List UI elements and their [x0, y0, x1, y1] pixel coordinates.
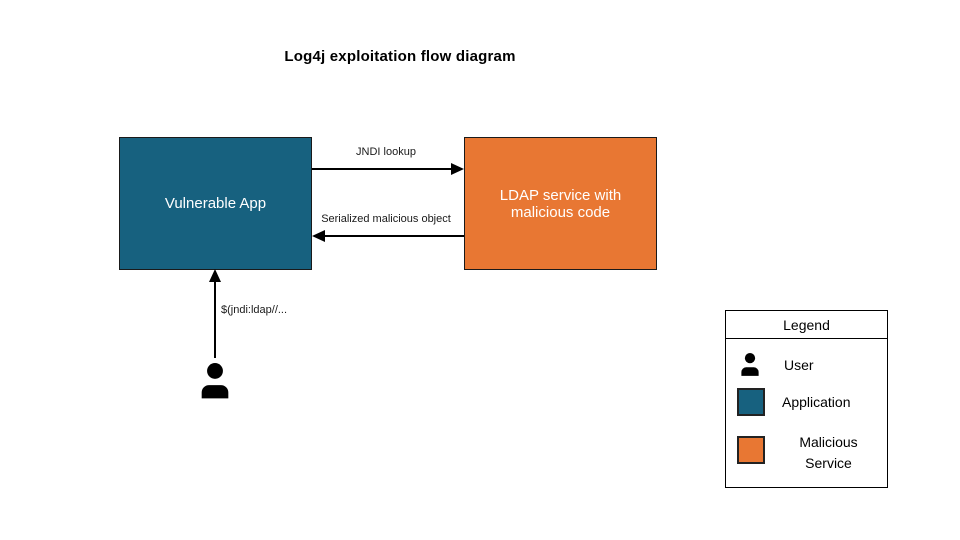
legend-user-icon — [739, 352, 761, 376]
node-ldap-service: LDAP service with malicious code — [464, 137, 657, 270]
legend-item-user-label: User — [784, 357, 814, 373]
diagram-title: Log4j exploitation flow diagram — [284, 48, 516, 65]
node-vulnerable-app-label: Vulnerable App — [164, 195, 267, 212]
legend-item-application-label: Application — [782, 394, 851, 410]
edge-label-jndi-lookup: JNDI lookup — [356, 146, 416, 158]
legend: Legend User Application Malicious Servic… — [725, 310, 888, 488]
arrow-serialized-object — [312, 230, 464, 242]
node-vulnerable-app: Vulnerable App — [119, 137, 312, 270]
edge-label-injection-string: $(jndi:ldap//... — [221, 304, 288, 316]
legend-body: User Application Malicious Service — [726, 339, 887, 487]
legend-swatch-application — [737, 388, 765, 416]
legend-swatch-malicious-service — [737, 436, 765, 464]
arrow-user-injection — [209, 269, 221, 358]
edge-label-serialized-object: Serialized malicious object — [321, 213, 451, 225]
node-ldap-service-label: LDAP service with malicious code — [499, 186, 622, 221]
legend-item-malicious-service-label: Malicious Service — [799, 434, 858, 471]
arrow-jndi-lookup — [312, 163, 464, 175]
user-icon — [198, 361, 232, 399]
legend-title: Legend — [726, 311, 887, 339]
